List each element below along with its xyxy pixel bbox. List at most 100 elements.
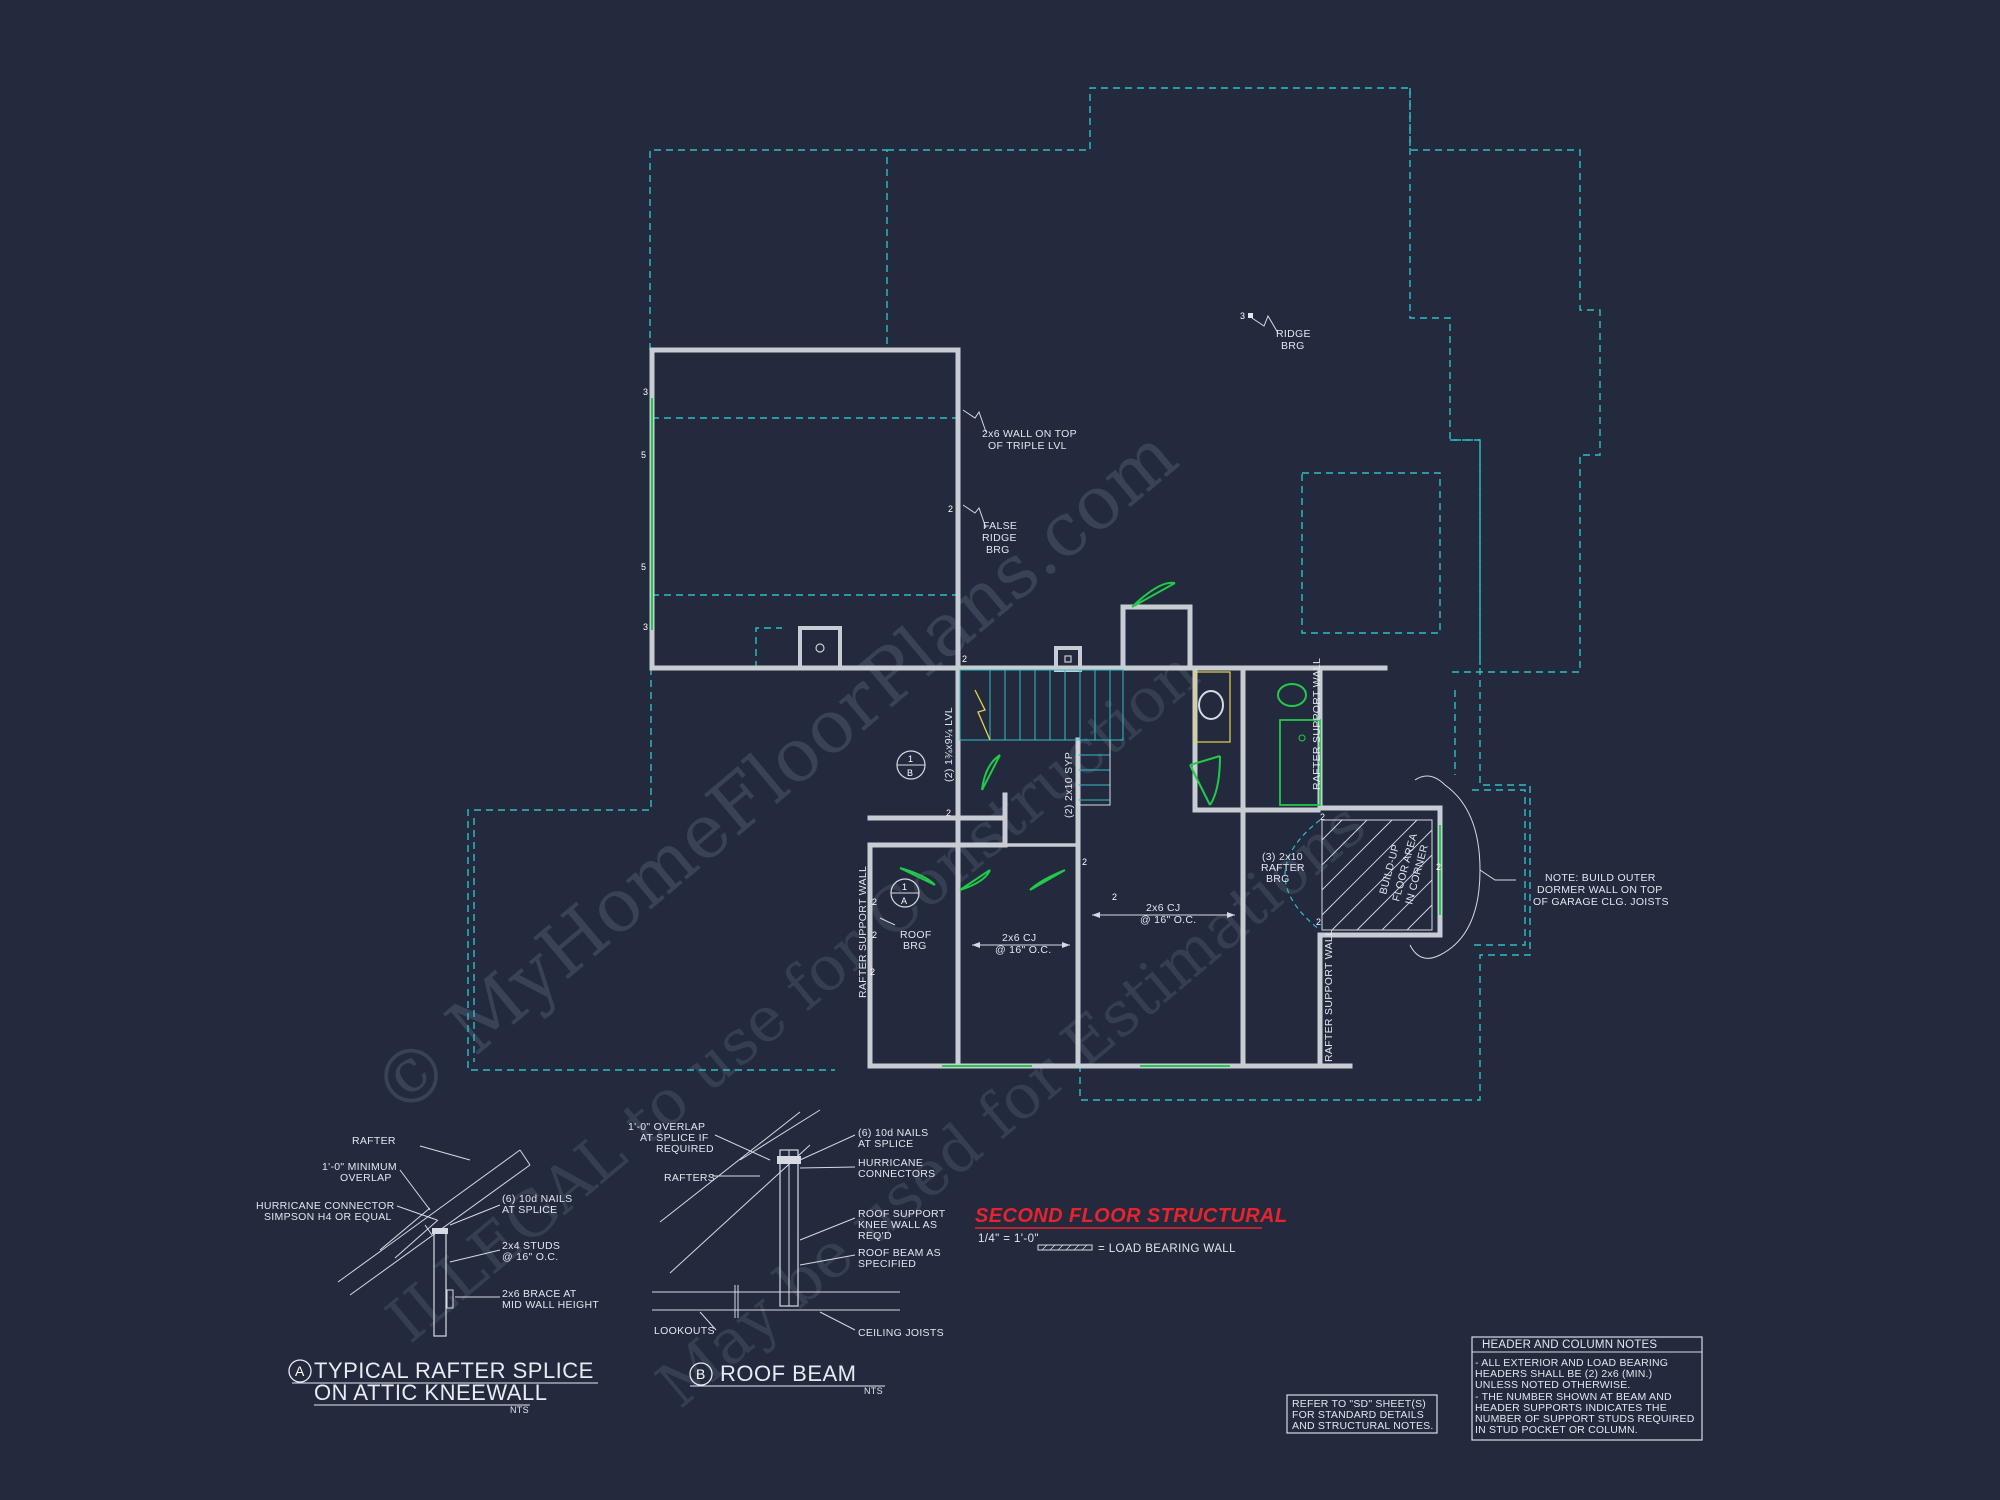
svg-text:RAFTERS: RAFTERS xyxy=(664,1172,715,1184)
svg-text:@ 16" O.C.: @ 16" O.C. xyxy=(995,944,1051,956)
refer-notes-box: REFER TO "SD" SHEET(S) FOR STANDARD DETA… xyxy=(1286,1394,1438,1434)
load-bearing-segments xyxy=(651,398,1441,1067)
svg-text:ROOF BEAM AS: ROOF BEAM AS xyxy=(858,1247,941,1259)
plan-title-block: SECOND FLOOR STRUCTURAL 1/4" = 1'-0" = L… xyxy=(975,1205,1288,1255)
svg-text:SPECIFIED: SPECIFIED xyxy=(858,1258,916,1270)
svg-text:LOOKOUTS: LOOKOUTS xyxy=(654,1325,715,1337)
svg-text:FALSE: FALSE xyxy=(983,520,1017,532)
svg-text:HEADERS SHALL BE (2) 2x6 (MIN.: HEADERS SHALL BE (2) 2x6 (MIN.) xyxy=(1475,1368,1652,1380)
svg-text:BRG: BRG xyxy=(1266,873,1290,885)
svg-text:FOR STANDARD DETAILS: FOR STANDARD DETAILS xyxy=(1292,1409,1424,1421)
svg-text:NUMBER OF SUPPORT STUDS REQUIR: NUMBER OF SUPPORT STUDS REQUIRED xyxy=(1475,1413,1695,1425)
svg-text:5: 5 xyxy=(641,450,646,460)
svg-text:HURRICANE: HURRICANE xyxy=(858,1157,923,1169)
stairs xyxy=(959,669,1124,806)
svg-text:1: 1 xyxy=(908,754,913,764)
svg-text:AT SPLICE: AT SPLICE xyxy=(502,1204,557,1216)
svg-text:HURRICANE CONNECTOR: HURRICANE CONNECTOR xyxy=(256,1200,395,1212)
svg-text:3: 3 xyxy=(1240,311,1245,321)
leader-lines xyxy=(879,314,1516,926)
section-tag-a: 1 A xyxy=(890,878,920,908)
svg-text:2: 2 xyxy=(872,930,877,940)
svg-text:2: 2 xyxy=(1316,917,1321,927)
svg-text:2x6 CJ: 2x6 CJ xyxy=(1002,932,1036,944)
svg-text:2x4 STUDS: 2x4 STUDS xyxy=(502,1240,560,1252)
svg-text:OF TRIPLE LVL: OF TRIPLE LVL xyxy=(988,440,1067,452)
plan-title: SECOND FLOOR STRUCTURAL xyxy=(975,1205,1288,1227)
svg-text:RAFTER SUPPORT WALL: RAFTER SUPPORT WALL xyxy=(857,866,869,998)
svg-text:@ 16" O.C.: @ 16" O.C. xyxy=(1140,914,1196,926)
svg-text:REQUIRED: REQUIRED xyxy=(656,1143,714,1155)
svg-text:OF GARAGE CLG. JOISTS: OF GARAGE CLG. JOISTS xyxy=(1533,896,1669,908)
joist-direction-arrows xyxy=(972,912,1235,948)
detail-b-roof-beam: 1'-0" OVERLAP AT SPLICE IF REQUIRED RAFT… xyxy=(628,1109,946,1396)
section-tag-b: 1 B xyxy=(896,750,926,780)
svg-text:KNEE WALL AS: KNEE WALL AS xyxy=(858,1219,937,1231)
svg-text:3: 3 xyxy=(643,622,648,632)
svg-text:BRG: BRG xyxy=(986,544,1010,556)
svg-text:2: 2 xyxy=(962,654,967,664)
svg-text:AND STRUCTURAL NOTES.: AND STRUCTURAL NOTES. xyxy=(1292,1420,1434,1432)
svg-text:IN STUD POCKET OR COLUMN.: IN STUD POCKET OR COLUMN. xyxy=(1475,1424,1638,1436)
stud-counts: 3 5 5 3 2 2 2 2 2 2 2 2 2 2 2 xyxy=(641,387,1441,977)
svg-text:3: 3 xyxy=(643,387,648,397)
svg-text:RAFTER: RAFTER xyxy=(352,1135,396,1147)
svg-text:RIDGE: RIDGE xyxy=(1276,328,1311,340)
svg-text:B: B xyxy=(907,768,913,778)
svg-text:AT SPLICE: AT SPLICE xyxy=(858,1138,913,1150)
header-column-notes-box: HEADER AND COLUMN NOTES - ALL EXTERIOR A… xyxy=(1471,1336,1703,1441)
svg-text:MID WALL HEIGHT: MID WALL HEIGHT xyxy=(502,1299,599,1311)
svg-text:(2) 2x10 SYP: (2) 2x10 SYP xyxy=(1063,752,1075,818)
svg-text:CEILING JOISTS: CEILING JOISTS xyxy=(858,1327,944,1339)
svg-text:2: 2 xyxy=(1320,812,1325,822)
svg-text:AT SPLICE IF: AT SPLICE IF xyxy=(640,1132,709,1144)
svg-text:2: 2 xyxy=(1082,857,1087,867)
svg-text:2: 2 xyxy=(948,504,953,514)
svg-text:RAFTER SUPPORT WALL: RAFTER SUPPORT WALL xyxy=(1323,930,1335,1062)
svg-text:HEADER AND COLUMN NOTES: HEADER AND COLUMN NOTES xyxy=(1482,1339,1657,1351)
svg-text:1: 1 xyxy=(902,882,907,892)
svg-text:ON ATTIC KNEEWALL: ON ATTIC KNEEWALL xyxy=(314,1380,547,1405)
roof-outline xyxy=(467,87,1601,1101)
svg-text:B: B xyxy=(696,1366,705,1382)
svg-text:ROOF BEAM: ROOF BEAM xyxy=(720,1361,857,1386)
svg-text:@ 16" O.C.: @ 16" O.C. xyxy=(502,1251,558,1263)
svg-text:BRG: BRG xyxy=(1281,340,1305,352)
detail-a-rafter-splice: RAFTER 1'-0" MINIMUM OVERLAP HURRICANE C… xyxy=(256,1135,599,1415)
svg-text:RIDGE: RIDGE xyxy=(982,532,1017,544)
svg-text:NTS: NTS xyxy=(864,1386,883,1396)
svg-text:- ALL EXTERIOR AND LOAD BEARIN: - ALL EXTERIOR AND LOAD BEARING xyxy=(1475,1357,1668,1369)
svg-text:REQ'D: REQ'D xyxy=(858,1230,892,1242)
svg-text:UNLESS NOTED OTHERWISE.: UNLESS NOTED OTHERWISE. xyxy=(1475,1379,1631,1391)
svg-text:HEADER SUPPORTS INDICATES THE: HEADER SUPPORTS INDICATES THE xyxy=(1475,1402,1667,1414)
svg-text:2x6 WALL ON TOP: 2x6 WALL ON TOP xyxy=(982,428,1077,440)
svg-text:2: 2 xyxy=(1112,892,1117,902)
svg-text:2x6 BRACE AT: 2x6 BRACE AT xyxy=(502,1288,577,1300)
svg-text:RAFTER: RAFTER xyxy=(1261,862,1305,874)
svg-text:A: A xyxy=(901,896,907,906)
svg-text:5: 5 xyxy=(641,562,646,572)
plan-scale: 1/4" = 1'-0" xyxy=(978,1233,1039,1245)
svg-text:DORMER WALL ON TOP: DORMER WALL ON TOP xyxy=(1537,884,1663,896)
svg-text:2x6 CJ: 2x6 CJ xyxy=(1146,902,1180,914)
svg-text:2: 2 xyxy=(872,897,877,907)
doors xyxy=(899,581,1221,891)
svg-text:1'-0" MINIMUM: 1'-0" MINIMUM xyxy=(322,1161,397,1173)
svg-text:CONNECTORS: CONNECTORS xyxy=(858,1168,935,1180)
svg-text:- THE NUMBER SHOWN AT BEAM AND: - THE NUMBER SHOWN AT BEAM AND xyxy=(1475,1391,1672,1403)
plan-annotations: 3 RIDGE BRG 2x6 WALL ON TOP OF TRIPLE LV… xyxy=(857,311,1669,1062)
svg-text:SIMPSON H4 OR EQUAL: SIMPSON H4 OR EQUAL xyxy=(264,1211,392,1223)
bath-fixtures xyxy=(1194,671,1321,806)
svg-text:(6) 10d NAILS: (6) 10d NAILS xyxy=(502,1193,572,1205)
svg-text:2: 2 xyxy=(870,967,875,977)
svg-text:(3) 2x10: (3) 2x10 xyxy=(1262,851,1303,863)
svg-text:OVERLAP: OVERLAP xyxy=(340,1172,392,1184)
svg-text:2: 2 xyxy=(946,808,951,818)
svg-text:A: A xyxy=(295,1363,305,1379)
svg-text:ROOF SUPPORT: ROOF SUPPORT xyxy=(858,1208,946,1220)
svg-text:2: 2 xyxy=(1436,862,1441,872)
svg-text:NTS: NTS xyxy=(510,1405,529,1415)
svg-text:ROOF: ROOF xyxy=(900,929,932,941)
legend-label: = LOAD BEARING WALL xyxy=(1098,1243,1236,1255)
